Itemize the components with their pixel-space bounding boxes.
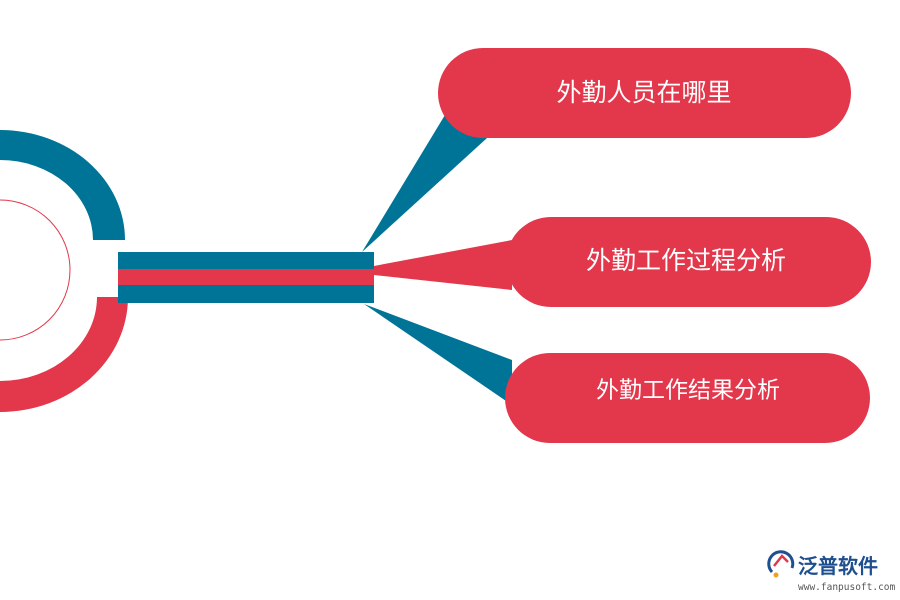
node-1-pill xyxy=(438,48,851,138)
hub-ring-bottom-red xyxy=(0,297,128,412)
node-1-label: 外勤人员在哪里 xyxy=(556,78,731,107)
logo-brand-name: 泛普软件 xyxy=(798,554,878,578)
node-2-label: 外勤工作过程分析 xyxy=(586,246,786,275)
trunk-bar-teal-top xyxy=(118,252,374,269)
node-2: 外勤工作过程分析 xyxy=(506,217,871,307)
trunk-bar-red-middle xyxy=(118,269,374,285)
brand-logo: 泛普软件 www.fanpusoft.com xyxy=(767,550,896,593)
node-2-pill xyxy=(506,217,871,307)
node-1: 外勤人员在哪里 xyxy=(438,48,851,138)
connector-wedge-top xyxy=(362,110,498,252)
hub-ring xyxy=(0,130,128,412)
connector-wedge-middle xyxy=(374,240,512,290)
hub-ring-top-teal xyxy=(0,130,125,240)
node-3-pill xyxy=(505,353,870,443)
hub-inner-circle xyxy=(0,199,71,341)
connector-wedge-bottom xyxy=(364,304,512,405)
logo-url: www.fanpusoft.com xyxy=(798,582,896,593)
fanpu-logo-icon xyxy=(767,550,795,578)
node-3-label: 外勤工作结果分析 xyxy=(596,378,780,404)
trunk-bar xyxy=(118,252,374,303)
trunk-bar-teal-bottom xyxy=(118,285,374,303)
node-3: 外勤工作结果分析 xyxy=(505,353,870,443)
